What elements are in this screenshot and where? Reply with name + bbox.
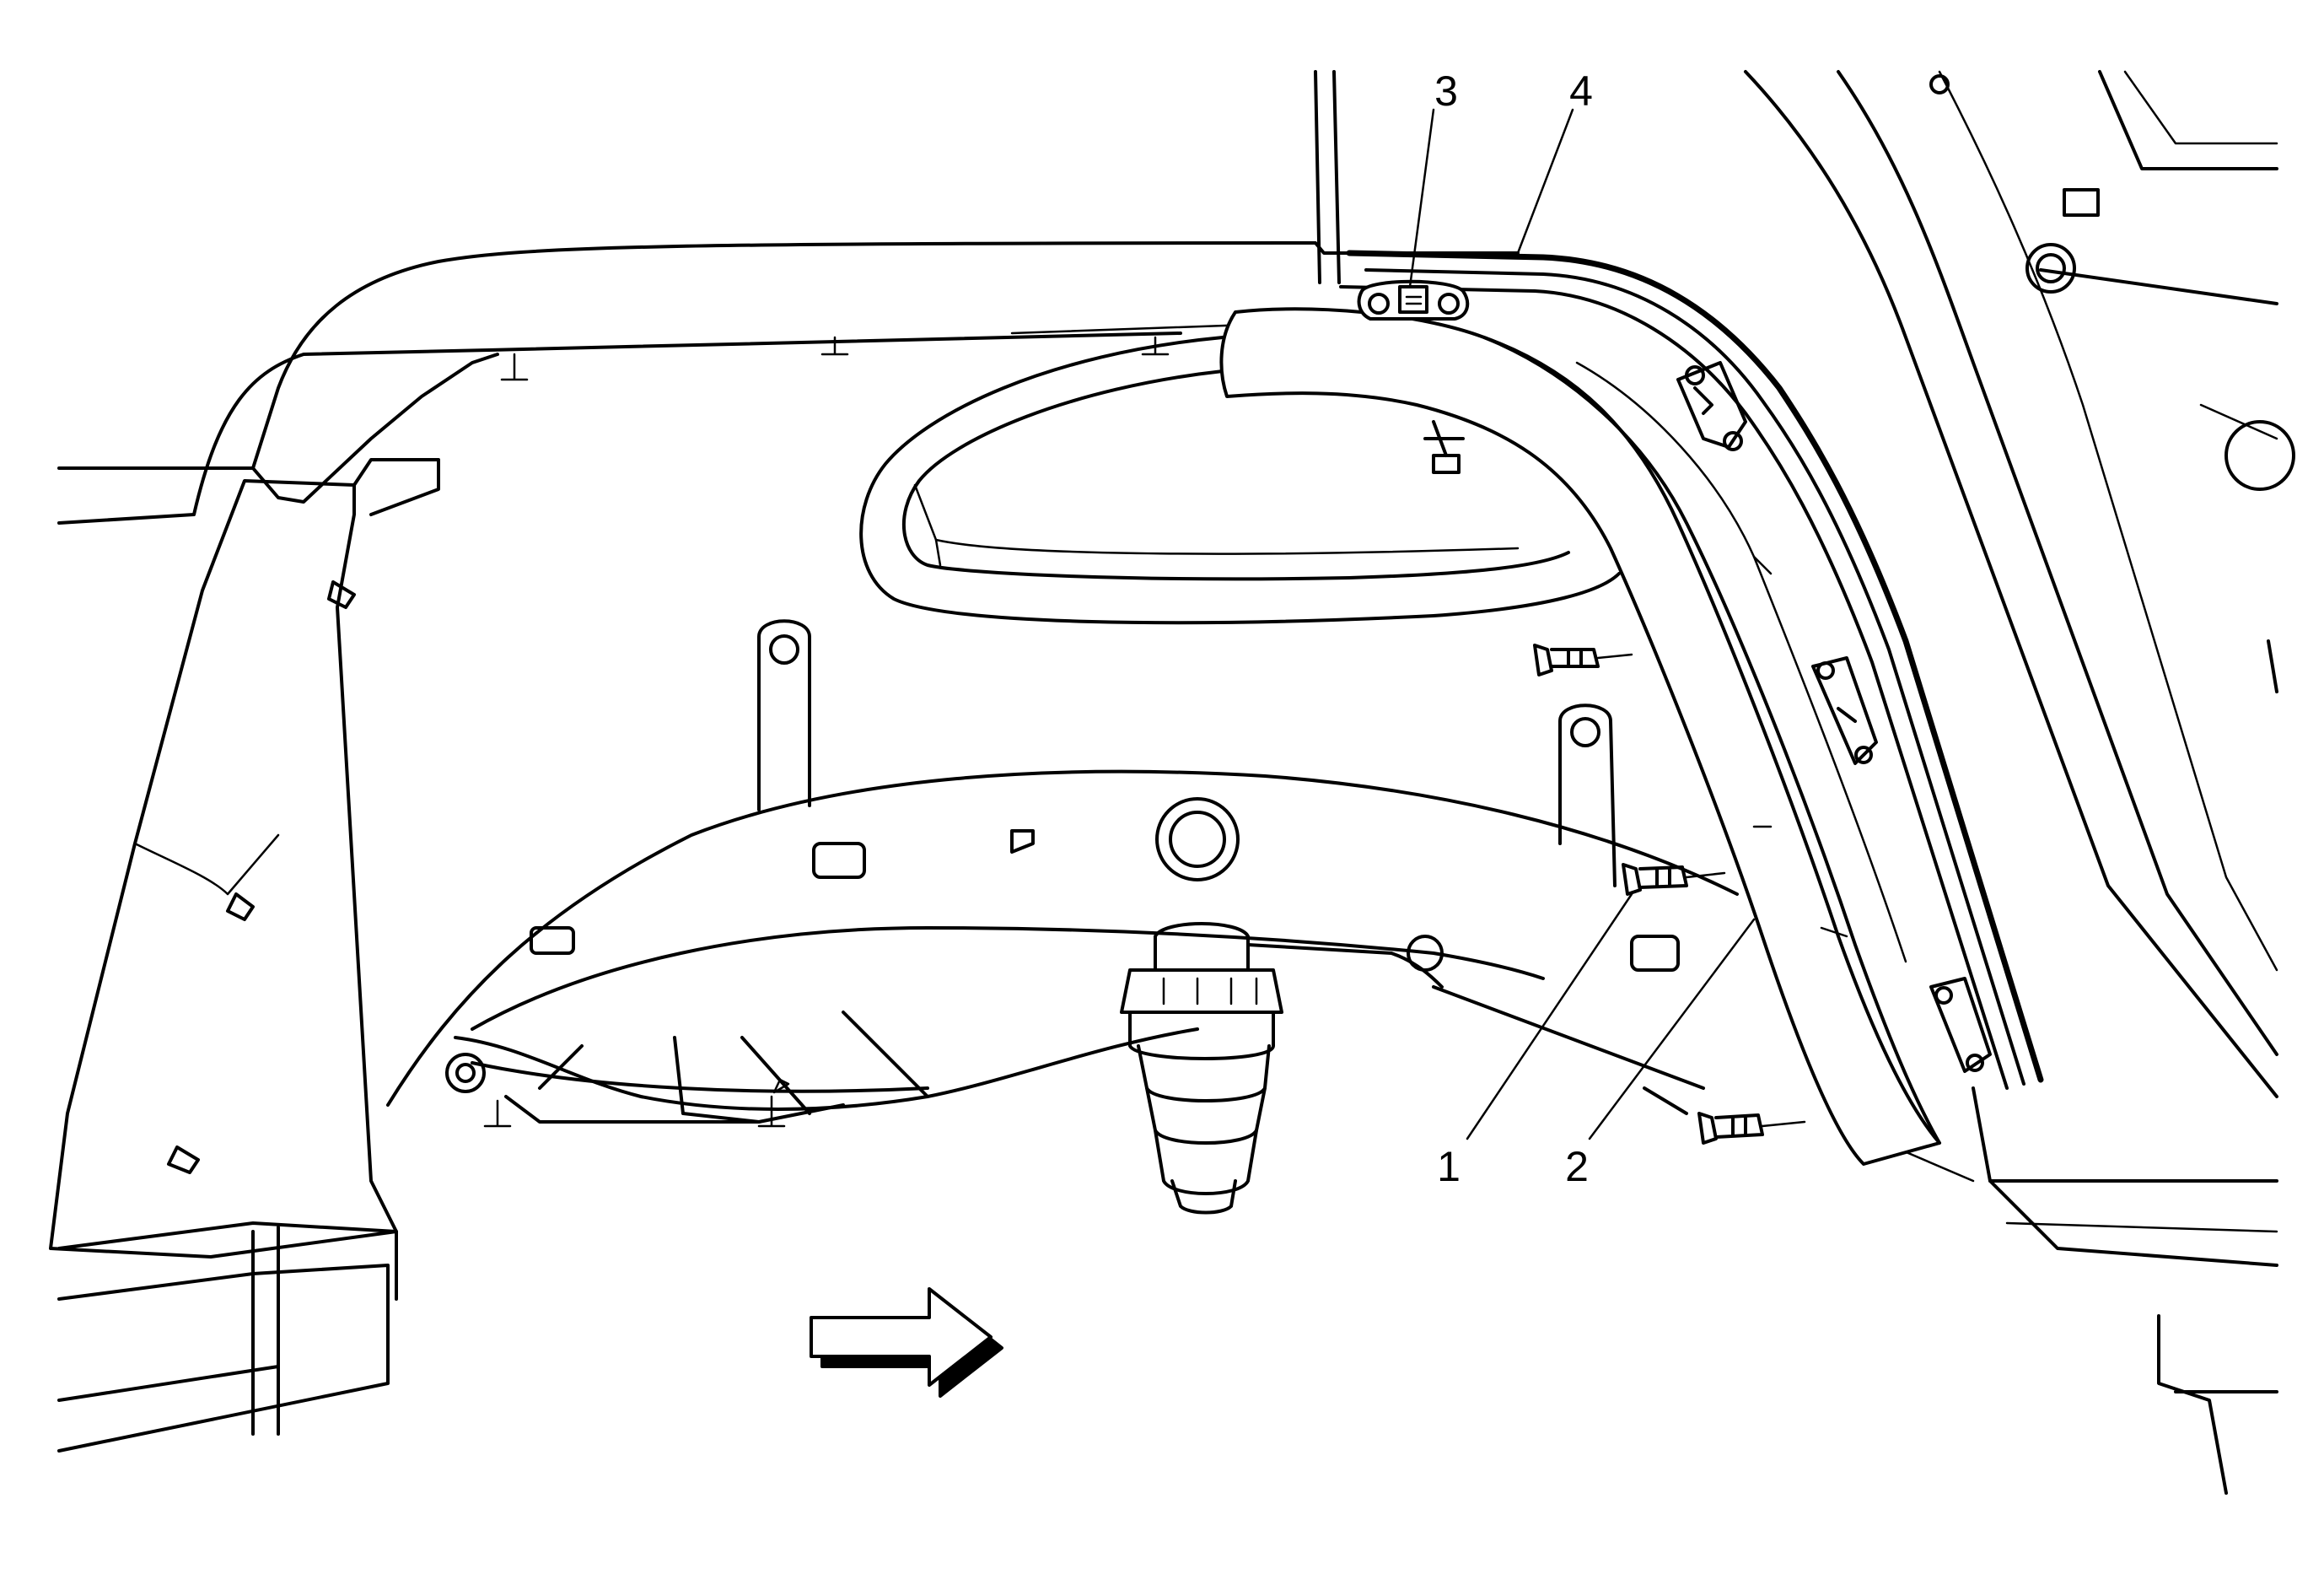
callout-1: 1	[1437, 1143, 1461, 1190]
vehicle-body-structure	[57, 70, 2295, 1495]
leader-line-1	[1466, 892, 1633, 1140]
callout-3: 3	[1434, 67, 1458, 115]
forward-arrow-icon	[810, 1287, 1003, 1398]
part-3-retainer-clip	[1357, 279, 1470, 321]
inner-wheelhouse-panel	[386, 336, 1739, 1107]
part-1-push-retainers	[1533, 644, 1806, 1145]
leader-line-2	[1588, 918, 1756, 1140]
callout-2: 2	[1565, 1143, 1589, 1190]
leader-line-3	[1408, 108, 1435, 288]
part-4-seal-strip	[1339, 250, 2044, 1090]
leader-line-4	[1516, 108, 1574, 255]
leader-lines	[1408, 108, 1756, 1140]
left-splash-shield	[49, 458, 440, 1453]
push-retainer-upper	[1533, 644, 1633, 676]
push-retainer-middle	[1622, 863, 1726, 896]
callout-labels: 3 4 1 2	[1434, 67, 1593, 1190]
part-2-wheel-opening-molding	[1219, 307, 1992, 1166]
push-retainer-lower	[1697, 1112, 1806, 1145]
callout-4: 4	[1569, 67, 1593, 115]
suspension-assembly	[445, 336, 1975, 1215]
